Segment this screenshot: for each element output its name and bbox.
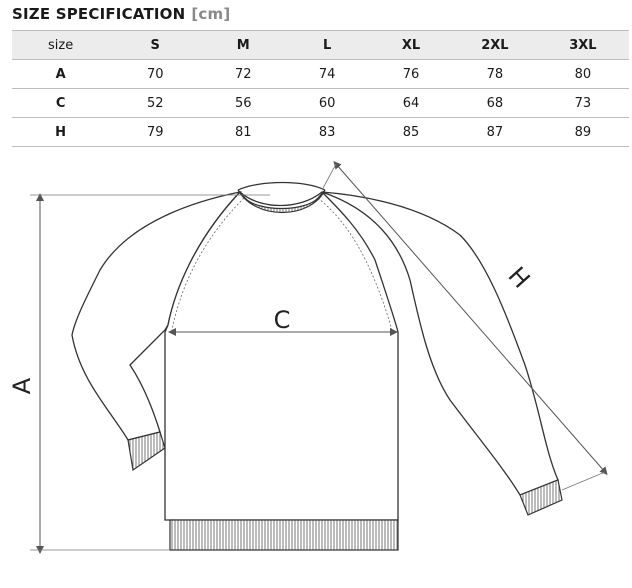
- table-cell: 81: [201, 117, 286, 147]
- col-header-xl: XL: [369, 30, 453, 60]
- hem-rib: [169, 519, 399, 551]
- table-row: A 70 72 74 76 78 80: [12, 59, 629, 89]
- sweatshirt-diagram: A C H: [8, 160, 608, 554]
- table-cell: 70: [109, 59, 202, 89]
- sweatshirt-body: [71, 190, 559, 521]
- table-cell: 64: [369, 88, 453, 118]
- right-cuff: [519, 479, 563, 516]
- row-label: A: [12, 59, 110, 89]
- dimension-h: [321, 160, 608, 491]
- table-cell: 85: [369, 117, 453, 147]
- table-cell: 79: [109, 117, 202, 147]
- label-c: C: [274, 306, 291, 334]
- table-cell: 83: [285, 117, 370, 147]
- label-h: H: [503, 262, 536, 294]
- dimension-a: [30, 193, 270, 554]
- collar: [237, 181, 326, 214]
- col-header-2xl: 2XL: [452, 30, 537, 60]
- page-title: SIZE SPECIFICATION [cm]: [12, 5, 230, 23]
- table-cell: 68: [452, 88, 537, 118]
- table-row: H 79 81 83 85 87 89: [12, 117, 629, 147]
- table-cell: 80: [536, 59, 629, 89]
- title-text: SIZE SPECIFICATION: [12, 5, 186, 23]
- left-cuff: [127, 431, 166, 472]
- col-header-s: S: [109, 30, 202, 60]
- row-label: H: [12, 117, 110, 147]
- header-row: size S M L XL 2XL 3XL: [12, 30, 629, 60]
- table-cell: 78: [452, 59, 537, 89]
- table-cell: 76: [369, 59, 453, 89]
- table-cell: 52: [109, 88, 202, 118]
- col-header-m: M: [201, 30, 286, 60]
- row-label: C: [12, 88, 110, 118]
- table-cell: 73: [536, 88, 629, 118]
- table-cell: 72: [201, 59, 286, 89]
- table-row: C 52 56 60 64 68 73: [12, 88, 629, 118]
- corner-cell: size: [12, 30, 110, 60]
- label-a: A: [8, 377, 36, 394]
- table-cell: 74: [285, 59, 370, 89]
- col-header-3xl: 3XL: [536, 30, 629, 60]
- table-cell: 89: [536, 117, 629, 147]
- size-table: size S M L XL 2XL 3XL A 70 72 74 76 78 8…: [12, 30, 629, 147]
- unit-label: [cm]: [191, 5, 231, 23]
- table-cell: 56: [201, 88, 286, 118]
- cuffs: [127, 431, 563, 516]
- col-header-l: L: [285, 30, 370, 60]
- table-cell: 60: [285, 88, 370, 118]
- table-cell: 87: [452, 117, 537, 147]
